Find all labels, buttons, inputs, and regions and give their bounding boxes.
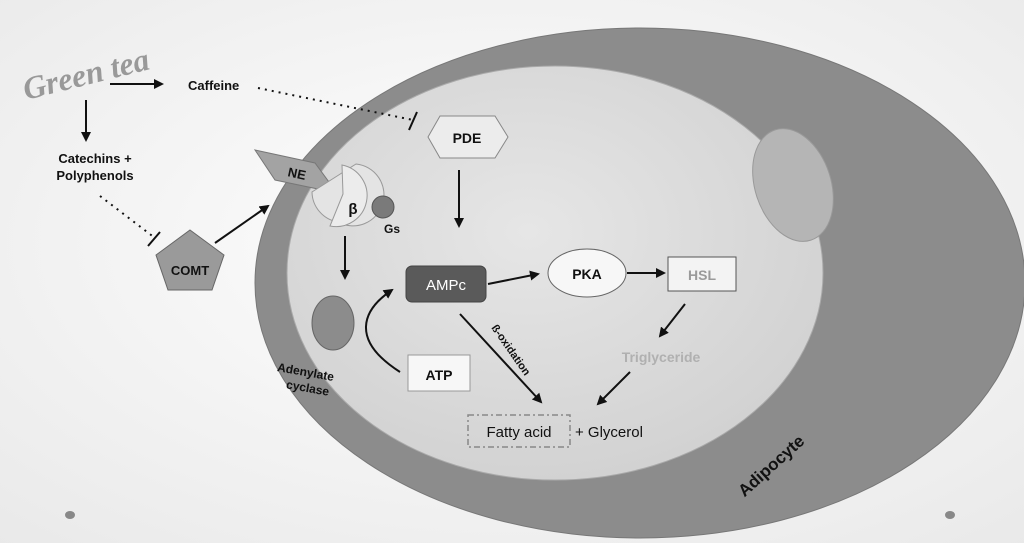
ne-label: NE bbox=[287, 164, 308, 182]
catechins-label-line1: Catechins + bbox=[58, 151, 132, 166]
arrow-comt-to-ne bbox=[214, 204, 270, 244]
corner-dot-right bbox=[945, 511, 955, 519]
hsl-label: HSL bbox=[688, 267, 716, 283]
beta-label: β bbox=[348, 201, 357, 218]
comt-inhibition-bar bbox=[147, 231, 161, 247]
comt-pentagon bbox=[155, 229, 225, 291]
gs-circle bbox=[371, 195, 395, 219]
ampc-box bbox=[405, 265, 487, 303]
atp-box bbox=[407, 354, 471, 392]
arrow-triglyceride-to-products bbox=[596, 371, 631, 406]
pde-hexagon bbox=[427, 115, 509, 159]
corner-dot-left bbox=[65, 511, 75, 519]
triglyceride-label: Triglyceride bbox=[622, 349, 701, 365]
pde-label: PDE bbox=[453, 130, 482, 146]
pka-ellipse bbox=[547, 248, 627, 298]
fatty-acid-box bbox=[467, 414, 571, 448]
gs-label: Gs bbox=[384, 222, 400, 236]
arrow-atp-to-ampc bbox=[365, 288, 401, 373]
pde-inhibition-bar bbox=[408, 111, 418, 131]
fatty-acid-label: Fatty acid bbox=[486, 424, 551, 441]
ampc-label: AMPc bbox=[426, 277, 467, 294]
arrow-ampc-to-pka bbox=[487, 270, 540, 285]
nucleus bbox=[752, 128, 834, 242]
catechins-label-line2: Polyphenols bbox=[56, 168, 133, 183]
caffeine-label: Caffeine bbox=[188, 78, 239, 93]
beta-receptor-body bbox=[329, 164, 368, 228]
arrow-hsl-to-triglyceride bbox=[658, 303, 686, 338]
arrow-ampc-to-fatty-acid bbox=[459, 313, 543, 404]
hsl-box bbox=[667, 256, 737, 292]
pka-label: PKA bbox=[572, 266, 602, 282]
comt-label: COMT bbox=[171, 263, 209, 278]
adenylate-cyclase-shape bbox=[311, 295, 355, 351]
atp-label: ATP bbox=[426, 367, 453, 383]
glycerol-label: + Glycerol bbox=[575, 424, 643, 441]
catechins-inhibit-comt-line bbox=[99, 195, 156, 239]
